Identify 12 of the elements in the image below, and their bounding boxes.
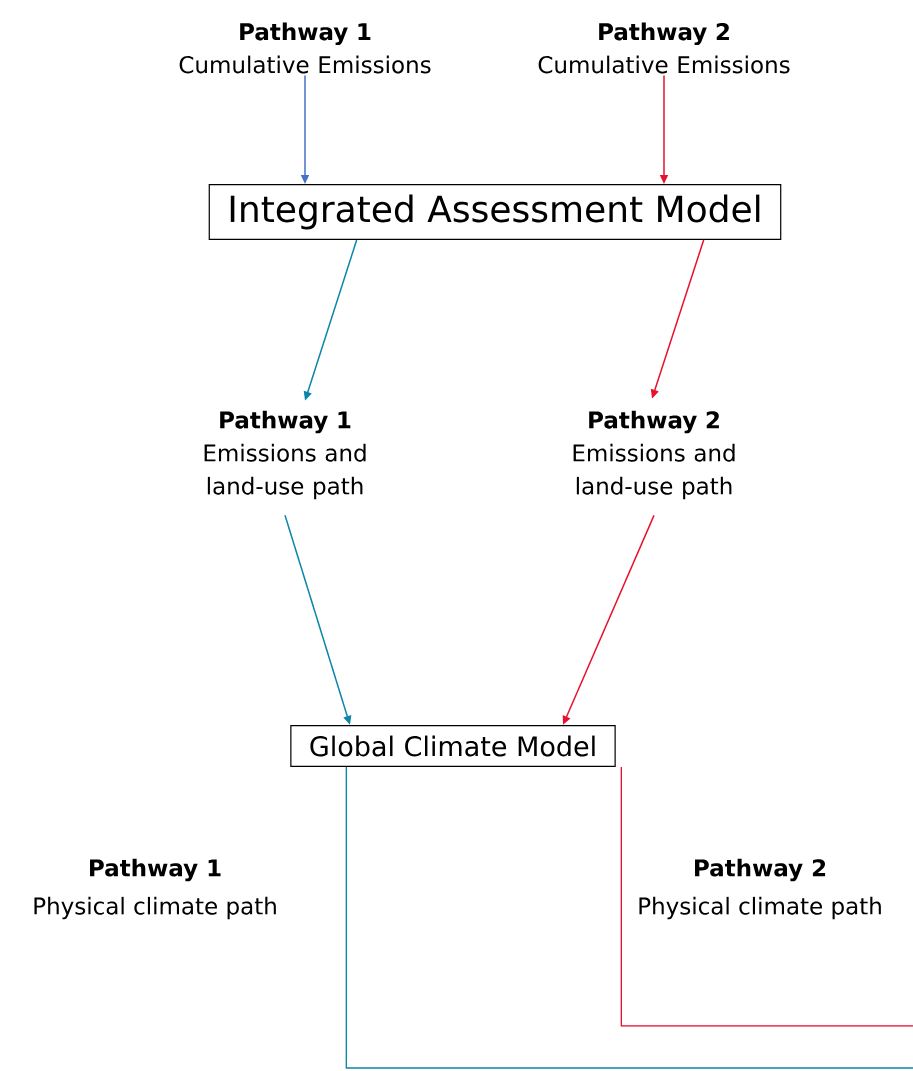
path-label: Physical climate path [639, 896, 881, 920]
node-text: Pathway 1 Emissions and land-use path [204, 410, 366, 500]
path-heading: Pathway 2 [695, 858, 826, 882]
process-box: Integrated Assessment Model [208, 184, 782, 241]
process-box: Global Climate Model [290, 724, 616, 768]
node-text: Pathway 2 Cumulative Emissions [538, 22, 790, 74]
path-heading: Pathway 1 [90, 858, 221, 882]
node-text: Pathway 2 Emissions and land-use path [573, 410, 735, 500]
connector-line [345, 766, 913, 1069]
path-label: Physical climate path [34, 896, 276, 920]
connector-line [620, 766, 913, 1027]
node-text: Pathway 1 Cumulative Emissions [179, 22, 431, 74]
